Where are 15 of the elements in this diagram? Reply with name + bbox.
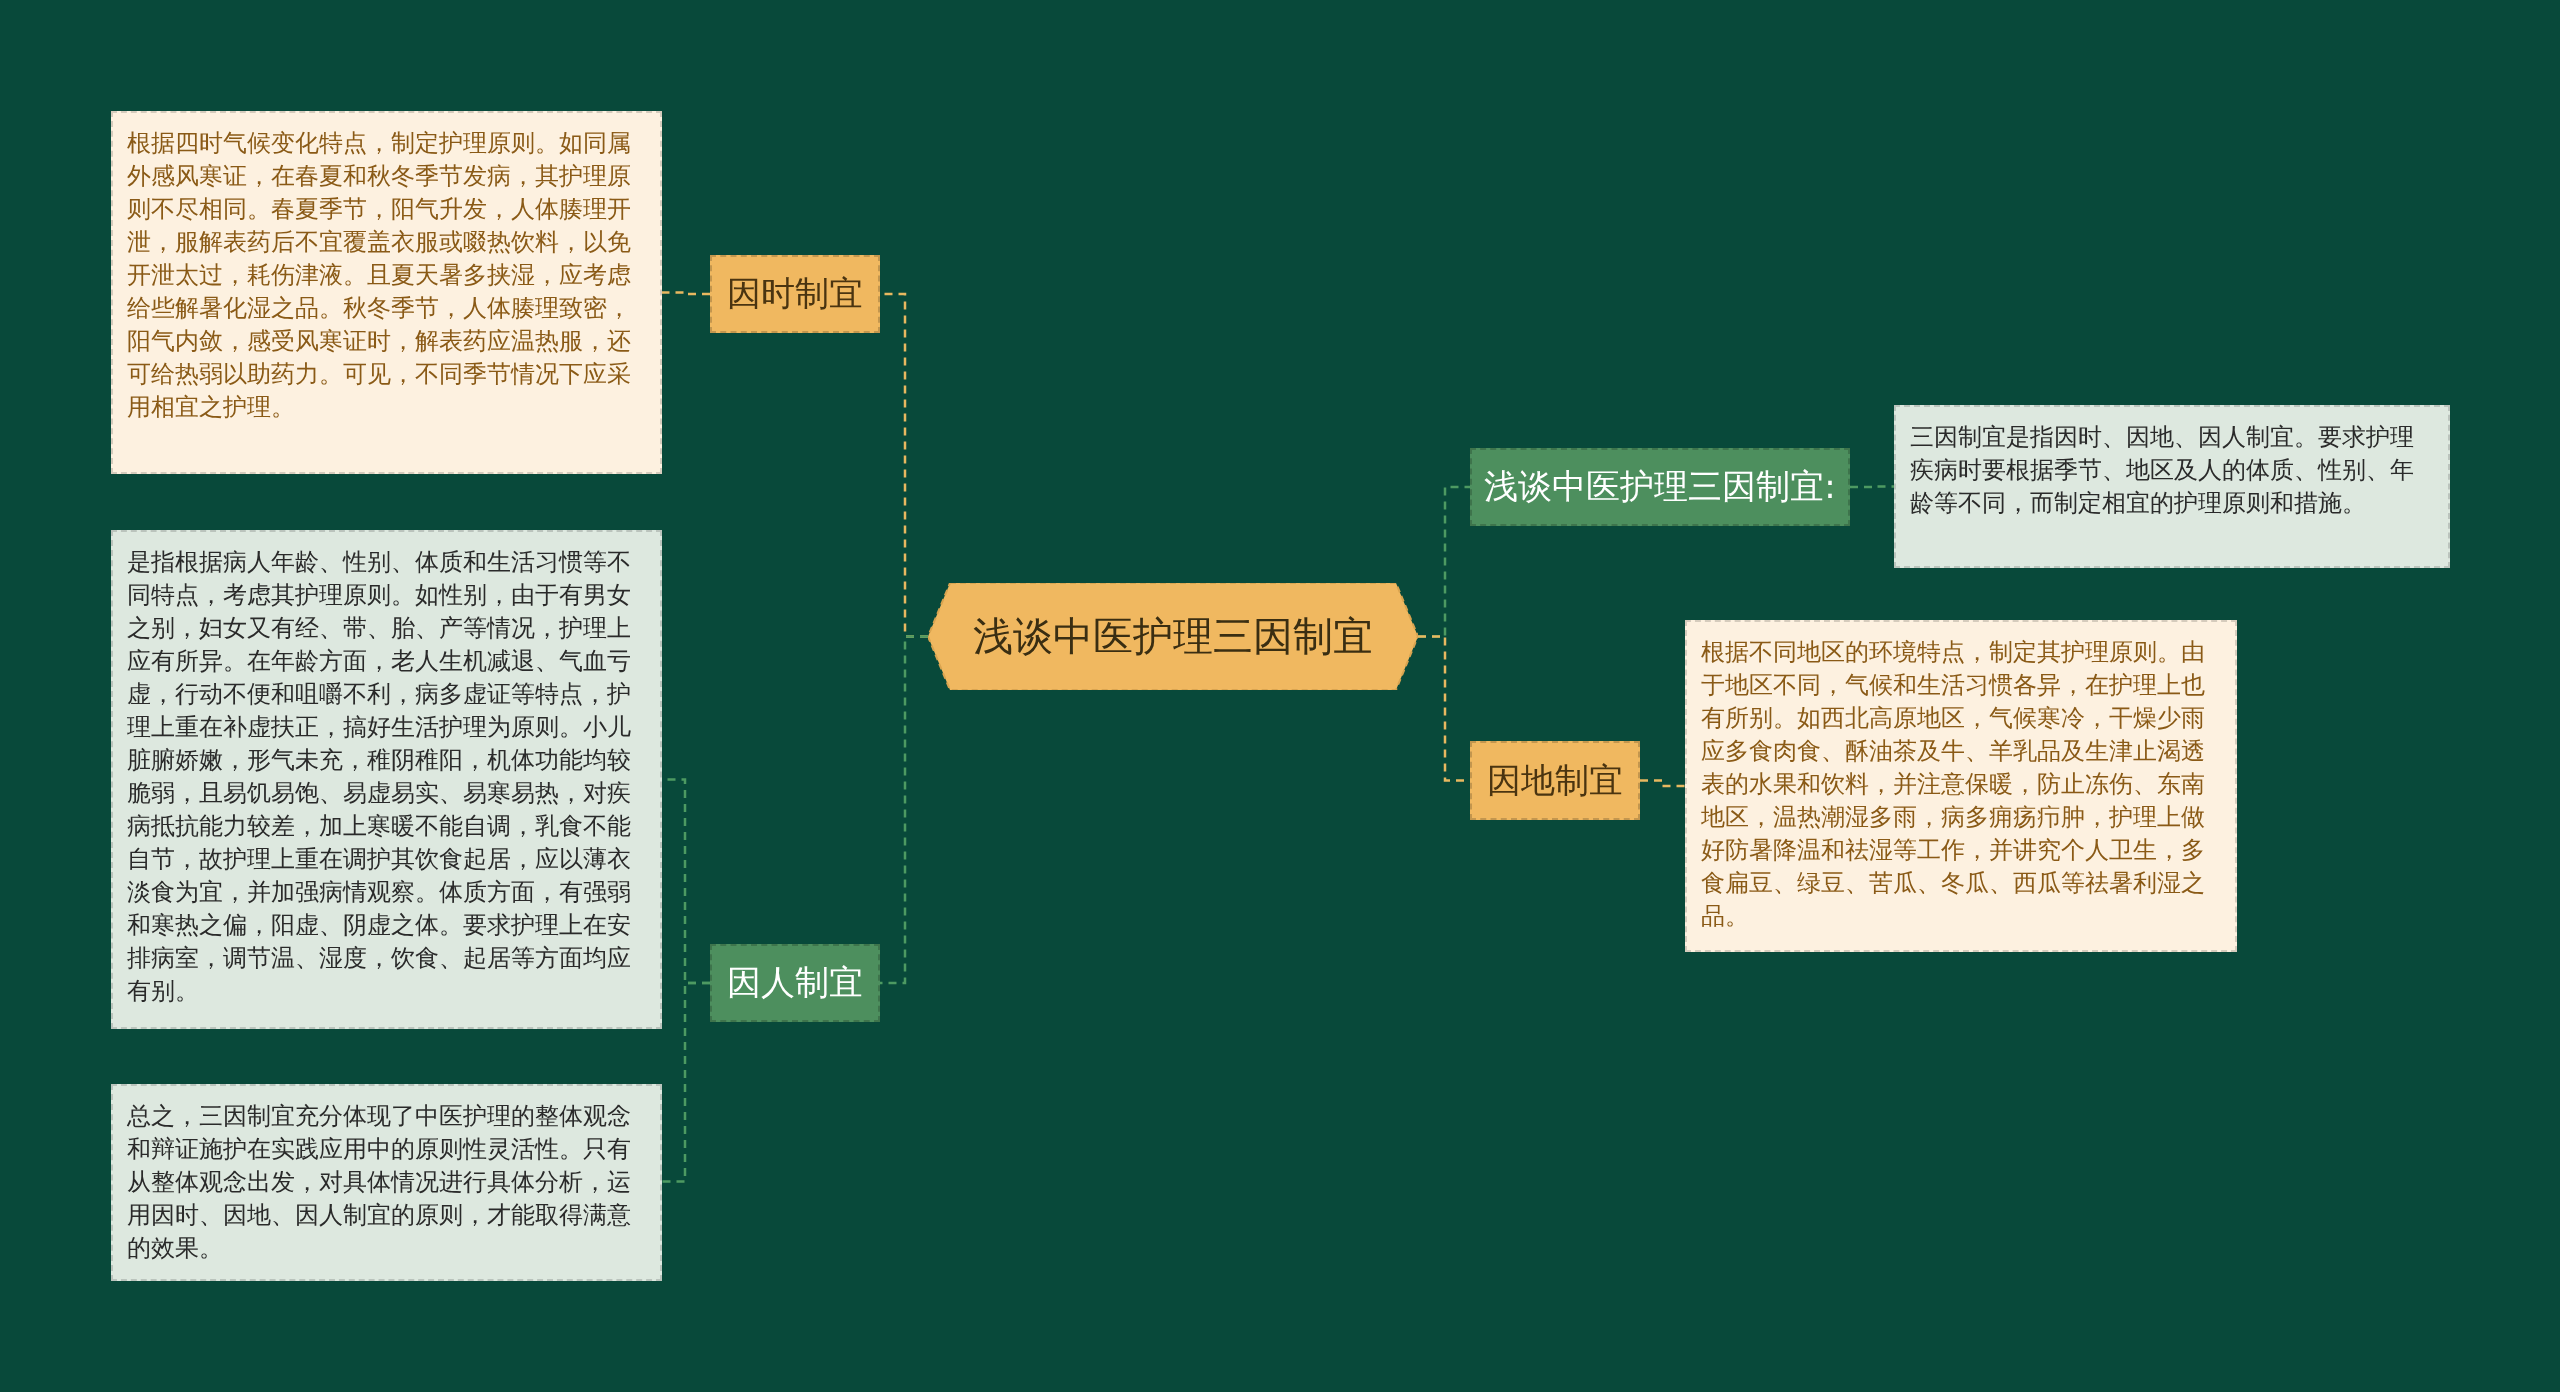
topic-title: 浅谈中医护理三因制宜 bbox=[973, 612, 1373, 661]
topic-box: 浅谈中医护理三因制宜: bbox=[1470, 448, 1850, 526]
note-box: 是指根据病人年龄、性别、体质和生活习惯等不同特点，考虑其护理原则。如性别，由于有男女之别，妇女又有经、带、胎、产等情况，护理上应有所异。在年龄方面，老人生机减退、气血亏虚，行动不便和咀嚼不利，病多虚证等特点，护理上重在补虚扶正，搞好生活护理为原则。小儿脏腑娇嫩，形气未充，稚阴稚阳，机体功能均较脆弱，且易饥易饱、易虚易实、易寒易热，对疾病抵抗能力较差，加上寒暖不能自调，乳食不能自节，故护理上重在调护其饮食起居，应以薄衣淡食为宜，并加强病情观察。体质方面，有强弱和寒热之偏，阳虚、阴虚之体。要求护理上在安排病室，调节温、湿度，饮食、起居等方面均应有别。 bbox=[111, 530, 662, 1029]
connector-line bbox=[1850, 485, 1894, 489]
connector-line bbox=[662, 981, 710, 1183]
note-box: 三因制宜是指因时、因地、因人制宜。要求护理疾病时要根据季节、地区及人的体质、性别、年龄等不同，而制定相宜的护理原则和措施。 bbox=[1894, 405, 2450, 568]
topic-box: 因地制宜 bbox=[1470, 741, 1640, 820]
connector-line bbox=[1640, 779, 1685, 788]
note-box: 根据不同地区的环境特点，制定其护理原则。由于地区不同，气候和生活习惯各异，在护理上也有所别。如西北高原地区，气候寒冷，干燥少雨应多食肉食、酥油茶及牛、羊乳品及生津止渴透表的水果和饮料，并注意保暖，防止冻伤、东南地区，温热潮湿多雨，病多痈疡疖肿，护理上做好防暑降温和祛湿等工作，并讲究个人卫生，多食扁豆、绿豆、苦瓜、冬瓜、西瓜等祛暑利湿之品。 bbox=[1685, 620, 2237, 952]
connector-line bbox=[880, 635, 928, 985]
connector-line bbox=[662, 291, 710, 296]
topic-box: 因人制宜 bbox=[710, 944, 880, 1022]
note-box: 根据四时气候变化特点，制定护理原则。如同属外感风寒证，在春夏和秋冬季节发病，其护理原则不尽相同。春夏季节，阳气升发，人体腠理开泄，服解表药后不宜覆盖衣服或啜热饮料，以免开泄太过，耗伤津液。且夏天暑多挟湿，应考虑给些解暑化湿之品。秋冬季节，人体腠理致密，阳气内敛，感受风寒证时，解表药应温热服，还可给热弱以助药力。可见，不同季节情况下应采用相宜之护理。 bbox=[111, 111, 662, 474]
topic-box: 因时制宜 bbox=[710, 255, 880, 333]
note-box: 总之，三因制宜充分体现了中医护理的整体观念和辩证施护在实践应用中的原则性灵活性。只有从整体观念出发，对具体情况进行具体分析，运用因时、因地、因人制宜的原则，才能取得满意的效果。 bbox=[111, 1084, 662, 1281]
